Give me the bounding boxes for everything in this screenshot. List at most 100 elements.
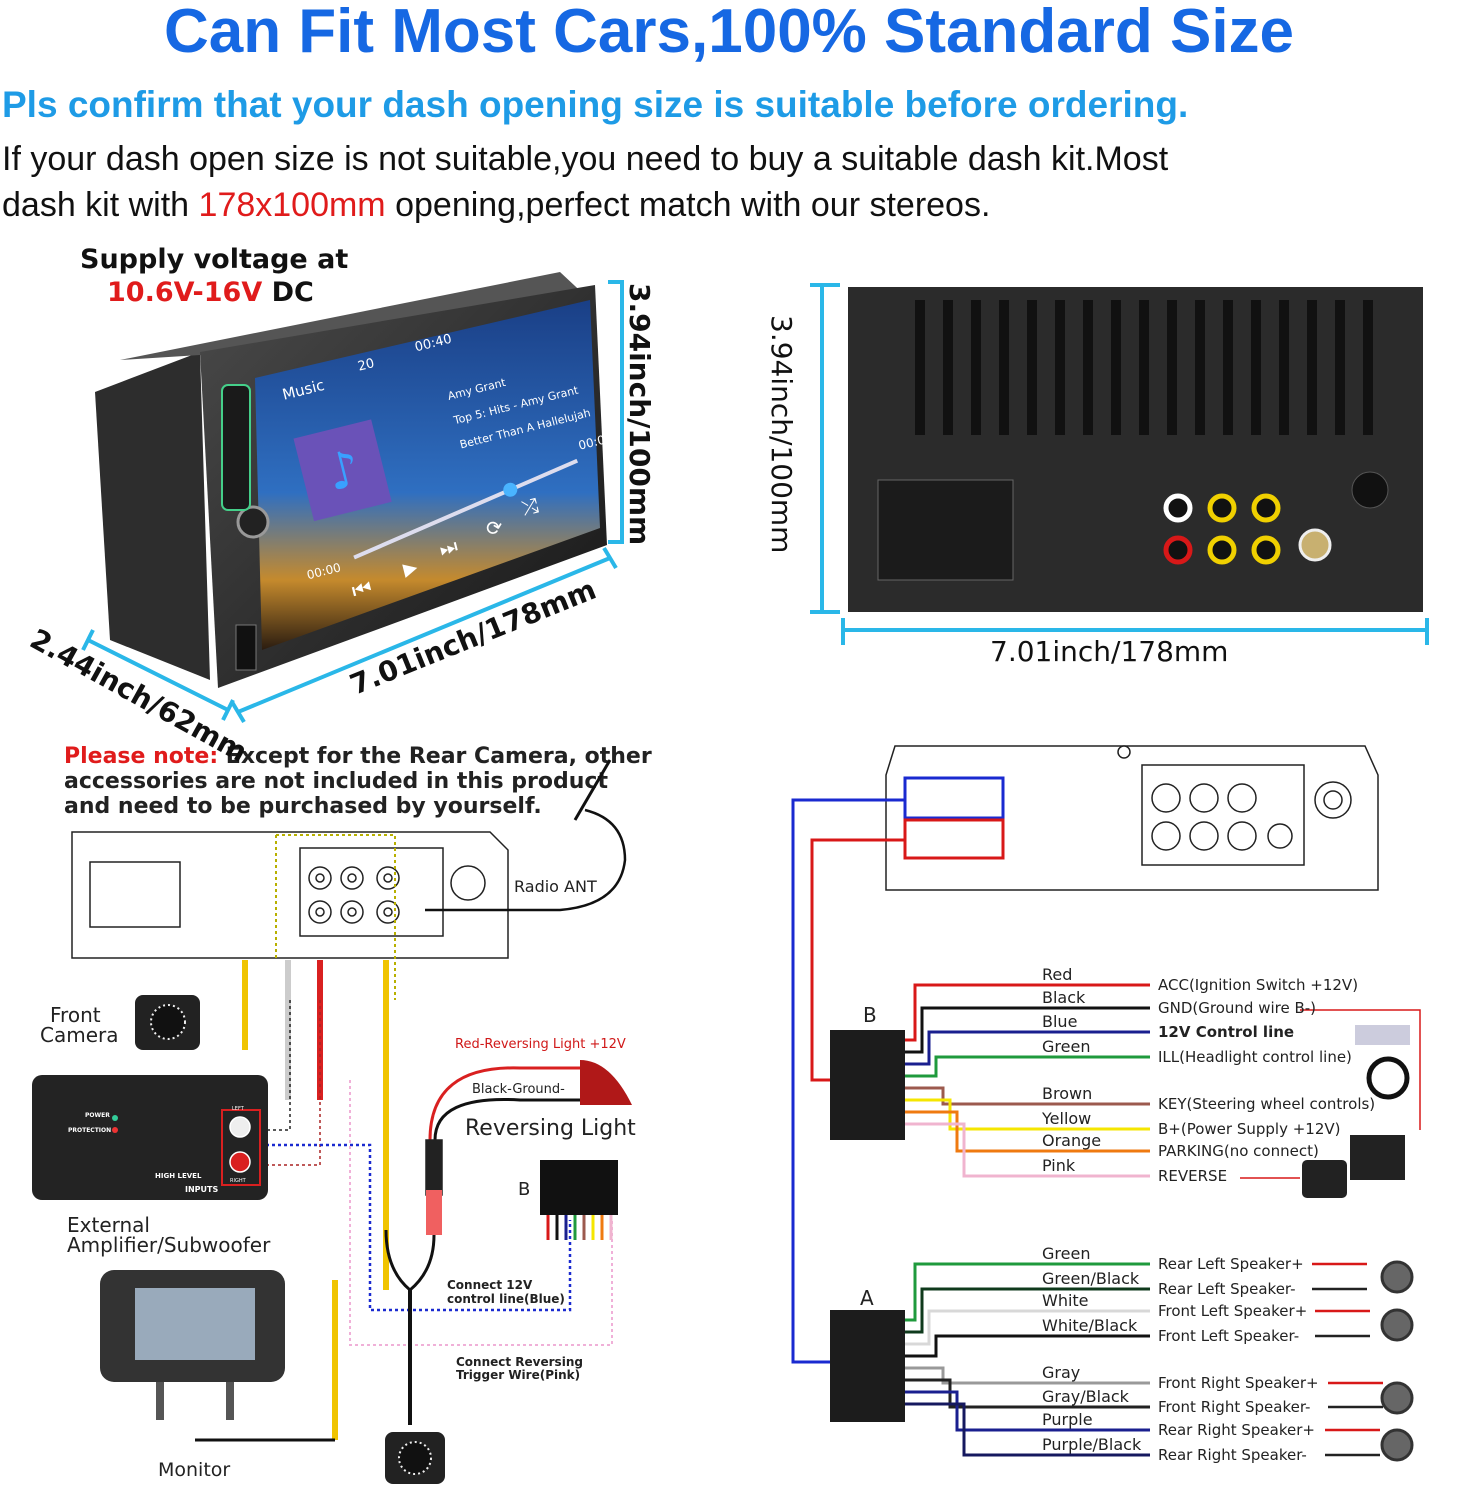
rca-jack <box>376 866 400 890</box>
gnd-link <box>1240 1009 1421 1179</box>
play-icon[interactable]: ▶ <box>401 557 420 581</box>
progress-track[interactable] <box>344 458 587 560</box>
voltage-unit: DC <box>262 277 314 308</box>
wire-color-label: Gray/Black <box>1042 1387 1130 1406</box>
rca-jack <box>1189 783 1219 813</box>
amp-left-label: LEFT <box>232 1106 245 1112</box>
volume-knob[interactable] <box>236 505 270 539</box>
stereo-top <box>120 272 590 360</box>
a-wire-purple <box>905 1390 1150 1432</box>
wire-color-label: Green <box>1042 1244 1090 1263</box>
heat-fin <box>1111 300 1121 435</box>
rca-block-outline <box>299 847 444 937</box>
shuffle-icon[interactable]: ⤮ <box>519 493 540 520</box>
page-title: Can Fit Most Cars,100% Standard Size <box>163 0 1295 66</box>
a-wire-green <box>905 1262 1150 1322</box>
usb-port <box>235 624 257 671</box>
reversing-light-label: Reversing Light <box>465 1116 636 1141</box>
wire-function-label: ACC(Ignition Switch +12V) <box>1158 976 1358 994</box>
rca-jack <box>376 900 400 924</box>
antenna-icon <box>573 759 612 821</box>
page-subtitle: Pls confirm that your dash opening size … <box>2 84 1189 125</box>
wire-function-label: Rear Left Speaker+ <box>1158 1255 1304 1273</box>
connector-b-link <box>810 838 905 1082</box>
black-wire-label: Black-Ground- <box>472 1082 565 1097</box>
wire-function-label: Rear Right Speaker+ <box>1158 1421 1315 1439</box>
rca-jack <box>1151 821 1181 851</box>
rca-jack <box>1227 783 1257 813</box>
camera-icon <box>1302 1160 1347 1198</box>
power-plug <box>425 1139 443 1196</box>
speaker-icon <box>1380 1428 1414 1462</box>
b-wire-orange <box>905 1110 1150 1153</box>
harness-diagram <box>791 745 1421 1462</box>
rca-jack <box>1189 821 1219 851</box>
stereo-side <box>95 352 210 680</box>
reversing-red-wire <box>428 1066 580 1141</box>
wire-color-label: Black <box>1042 988 1086 1007</box>
y-splitter <box>384 1229 436 1292</box>
wire-color-label: Purple <box>1042 1410 1093 1429</box>
steering-wheel-icon <box>1366 1056 1410 1100</box>
connector-b-small-label: B <box>518 1179 530 1200</box>
opening-size: 178x100mm <box>198 186 386 224</box>
antenna-jack <box>1298 528 1332 562</box>
pink-trigger-dotted <box>349 1080 613 1346</box>
heat-fin <box>1335 300 1345 435</box>
amplifier-label-1: External <box>67 1213 150 1237</box>
amp-inputs-label: INPUTS <box>185 1185 218 1194</box>
wire-color-label: Pink <box>1042 1156 1076 1175</box>
a-wire-green-black <box>905 1287 1150 1334</box>
front-height-dimension: 3.94inch/100mm <box>623 283 656 545</box>
rear-panel-outline-right <box>885 745 1379 891</box>
b-wire-brown <box>905 1086 1150 1106</box>
b-wire-green <box>905 1055 1150 1078</box>
voltage-range: 10.6V-16V <box>107 277 263 308</box>
wire-color-label: Blue <box>1042 1012 1077 1031</box>
repeat-icon[interactable]: ⟳ <box>483 514 505 541</box>
next-icon[interactable]: ⏭ <box>437 534 460 562</box>
heat-fin <box>1251 300 1261 435</box>
heat-fin <box>1279 300 1289 435</box>
wire-function-label: Front Right Speaker+ <box>1158 1374 1319 1392</box>
amp-right-dotted <box>260 1000 321 1166</box>
note-line: accessories are not included in this pro… <box>64 769 608 794</box>
rca-jack <box>308 900 332 924</box>
heat-fin <box>1027 300 1037 435</box>
amplifier-label-2: Amplifier/Subwoofer <box>67 1233 271 1257</box>
a-wire-white-black <box>905 1334 1150 1358</box>
amp-power-label: POWER <box>85 1112 110 1119</box>
power-socket <box>426 1190 442 1235</box>
note-line: Except for the Rear Camera, other <box>218 744 652 769</box>
intro-line-1: If your dash open size is not suitable,y… <box>2 140 1169 178</box>
front-camera-label-1: Front <box>50 1003 101 1027</box>
heat-fin <box>971 300 981 435</box>
reversing-black-wire <box>433 1098 580 1141</box>
antenna-cable <box>425 808 627 912</box>
note-line: and need to be purchased by yourself. <box>64 794 542 819</box>
wire-function-label: Front Left Speaker- <box>1158 1327 1299 1345</box>
wire-function-label: B+(Power Supply +12V) <box>1158 1120 1340 1138</box>
heat-fin <box>943 300 953 435</box>
wire-color-label: Purple/Black <box>1042 1435 1142 1454</box>
antenna-port <box>450 865 486 901</box>
wire-color-label: Brown <box>1042 1084 1092 1103</box>
amp-right-label: RIGHT <box>230 1178 247 1184</box>
intro-text-end: opening,perfect match with our stereos. <box>385 186 991 224</box>
accessory-wiring <box>32 759 632 1484</box>
rca-jack <box>1227 821 1257 851</box>
supply-label: Supply voltage at <box>80 244 349 275</box>
rear-width-dimension: 7.01inch/178mm <box>990 635 1228 668</box>
wire-color-label: Orange <box>1042 1131 1101 1150</box>
progress-thumb[interactable] <box>502 481 519 498</box>
connect-pink-label-1: Connect Reversing <box>456 1355 583 1369</box>
rca-jack <box>1251 535 1281 565</box>
yellow-dotted <box>275 834 396 1000</box>
connector-a-label: A <box>860 1286 874 1310</box>
connector-a-outline <box>903 776 1005 820</box>
b-wire-red <box>905 983 1150 1042</box>
headlight-icon <box>1355 1025 1410 1045</box>
monitor-screen <box>135 1288 255 1360</box>
iso-connector-outline <box>89 861 181 928</box>
